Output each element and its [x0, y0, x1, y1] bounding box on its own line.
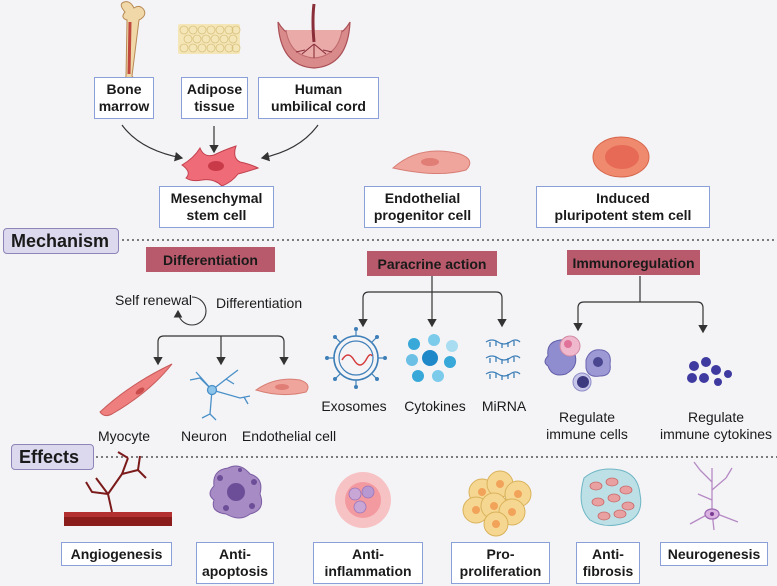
mechanism-tag-immunoregulation: Immunoregulation	[567, 250, 700, 275]
endothelial-cell-icon	[391, 150, 471, 175]
section-tag-effects: Effects	[11, 444, 94, 470]
stem-cell-box-mesenchymal: Mesenchymal stem cell	[159, 186, 274, 228]
self-renewal-loop-icon	[173, 296, 207, 326]
apoptotic-cell-icon	[209, 465, 263, 519]
stem-cell-box-endothelial-progenitor: Endothelial progenitor cell	[364, 186, 481, 228]
mirna-icon	[485, 339, 521, 380]
cell-cluster-icon	[462, 470, 532, 537]
self-renewal-label: Self renewal	[115, 292, 193, 308]
immune-output-cells: Regulate immune cells	[546, 409, 628, 442]
adipose-tissue-icon	[178, 24, 241, 54]
mechanism-tag-differentiation: Differentiation	[146, 247, 275, 272]
cytokines-icon	[406, 334, 458, 382]
section-tag-mechanism: Mechanism	[3, 228, 119, 254]
blood-vessel-icon	[64, 451, 172, 526]
immune-cells-icon	[544, 335, 611, 392]
arrow-cord-to-msc	[260, 124, 319, 162]
paracrine-output-mirna: MiRNA	[481, 398, 527, 414]
mesenchymal-cell-icon	[181, 145, 260, 187]
myocyte-icon	[99, 363, 173, 417]
endothelial-output-icon	[254, 378, 309, 396]
effect-box-anti-fibrosis: Anti- fibrosis	[576, 542, 640, 584]
diff-output-endothelial-cell: Endothelial cell	[241, 428, 337, 444]
effect-box-anti-inflammation: Anti- inflammation	[313, 542, 423, 584]
round-cell-icon	[592, 136, 650, 178]
diff-output-myocyte: Myocyte	[97, 428, 151, 444]
paracrine-output-exosomes: Exosomes	[321, 398, 387, 414]
inflammation-icon	[335, 472, 391, 528]
neuron-effect-icon	[689, 461, 739, 531]
source-box-umbilical-cord: Human umbilical cord	[258, 77, 379, 119]
fibrosis-tissue-icon	[580, 468, 642, 526]
bone-icon	[120, 1, 146, 83]
source-box-adipose-tissue: Adipose tissue	[181, 77, 248, 119]
placenta-icon	[277, 3, 351, 69]
immune-cytokines-icon	[687, 357, 732, 386]
arrow-bone-to-msc	[121, 124, 184, 162]
effect-box-angiogenesis: Angiogenesis	[61, 542, 172, 566]
paracrine-output-cytokines: Cytokines	[404, 398, 466, 414]
effect-box-neurogenesis: Neurogenesis	[660, 542, 768, 566]
differentiation-label: Differentiation	[216, 295, 303, 311]
stem-cell-box-ipsc: Induced pluripotent stem cell	[536, 186, 710, 228]
mechanism-tag-paracrine: Paracrine action	[367, 251, 497, 276]
effect-box-anti-apoptosis: Anti- apoptosis	[196, 542, 274, 584]
source-box-bone-marrow: Bone marrow	[94, 77, 154, 119]
neuron-icon	[189, 369, 251, 421]
immune-output-cytokines: Regulate immune cytokines	[659, 409, 773, 442]
exosome-icon	[325, 327, 387, 389]
effect-box-pro-proliferation: Pro- proliferation	[451, 542, 550, 584]
diff-output-neuron: Neuron	[181, 428, 227, 444]
